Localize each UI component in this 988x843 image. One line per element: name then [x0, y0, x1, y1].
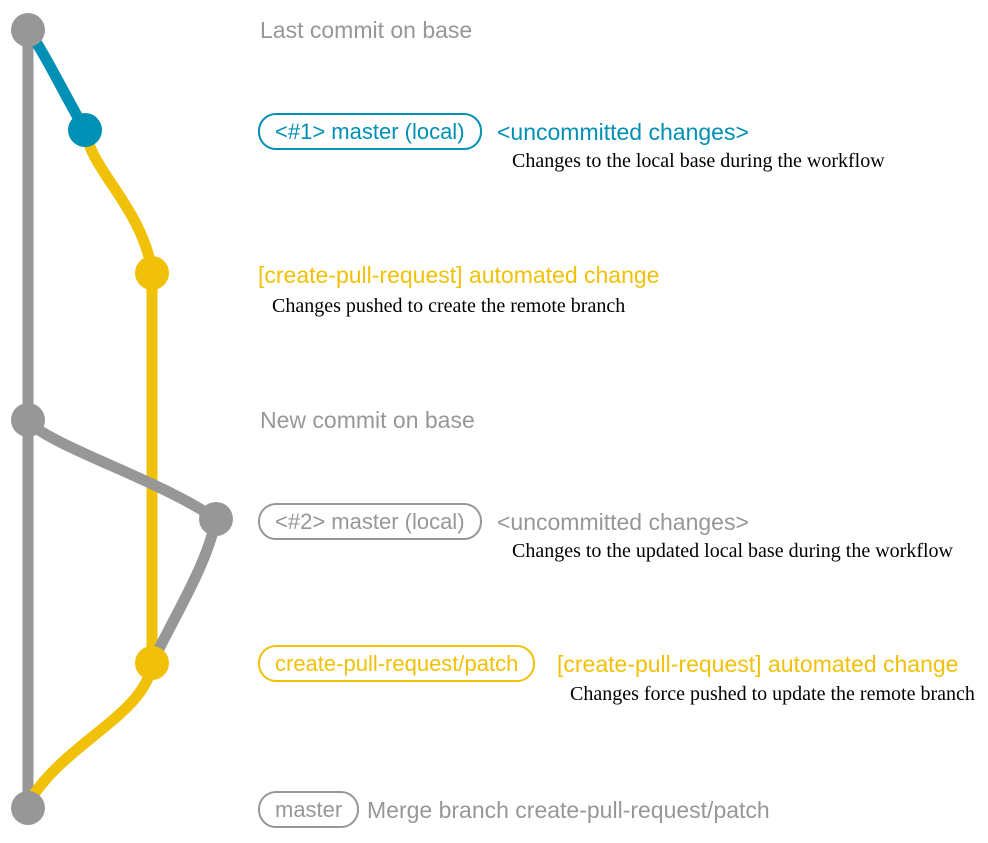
note-force-pushed-update-branch: Changes force pushed to update the remot… — [570, 683, 975, 705]
note-local-base-changes-2: Changes to the updated local base during… — [512, 540, 953, 562]
commit-message-uncommitted-1: <uncommitted changes> — [497, 119, 749, 145]
base-update-curve — [22, 416, 222, 525]
branch-badge-master: master — [258, 791, 360, 828]
commit-message-automated-1: [create-pull-request] automated change — [258, 262, 660, 288]
commit-message-uncommitted-2: <uncommitted changes> — [497, 509, 749, 535]
local-to-patch-curve — [147, 513, 222, 667]
commit-dot-local-1 — [68, 113, 102, 147]
commit-dot-local-2 — [199, 502, 233, 536]
commit-dot-new-base — [11, 403, 45, 437]
note-pushed-create-branch: Changes pushed to create the remote bran… — [272, 295, 626, 317]
patch-branch-out-curve — [79, 124, 158, 276]
note-local-base-changes-1: Changes to the local base during the wor… — [512, 150, 885, 172]
commit-message-new-base: New commit on base — [260, 407, 475, 433]
commit-message-last-base: Last commit on base — [260, 17, 473, 43]
commit-message-automated-2: [create-pull-request] automated change — [557, 651, 959, 677]
commit-dot-patch-2 — [135, 646, 169, 680]
commit-dot-patch-1 — [135, 256, 169, 290]
branch-badge-master-local-2: <#2> master (local) — [258, 503, 482, 540]
commit-dot-last-base — [11, 13, 45, 47]
branch-badge-master-local-1: <#1> master (local) — [258, 113, 482, 150]
commit-message-merge: Merge branch create-pull-request/patch — [367, 797, 770, 823]
local-branch-curve — [22, 24, 91, 136]
patch-merge-curve — [23, 658, 158, 808]
branch-badge-create-pull-request-patch: create-pull-request/patch — [258, 645, 536, 682]
commit-dot-merge — [11, 791, 45, 825]
